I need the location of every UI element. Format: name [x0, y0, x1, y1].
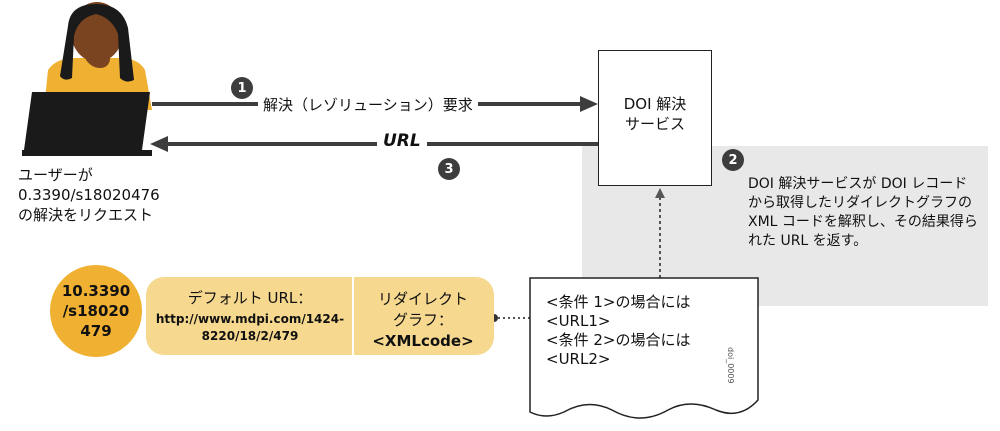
user-caption-line: の解決をリクエスト	[18, 206, 154, 224]
doi-service-title-line: DOI 解決	[623, 95, 687, 113]
user-caption-line: 0.3390/s18020476	[18, 186, 160, 204]
doi-circle: 10.3390 /s18020 479	[50, 265, 142, 357]
document-line: <条件 2>の場合には	[546, 331, 691, 349]
step-2-badge: 2	[722, 149, 744, 171]
document-line: <条件 1>の場合には	[546, 293, 691, 311]
step-1-badge: 1	[231, 77, 253, 99]
redirect-label-line: リダイレクト	[377, 290, 468, 308]
doi-line: 479	[80, 322, 112, 340]
card-divider	[352, 277, 354, 355]
laptop-icon	[22, 92, 152, 156]
document-line: <URL1>	[546, 312, 611, 330]
redirect-xml-code: <XMLcode>	[372, 332, 474, 350]
default-url-label: デフォルト URL：	[187, 289, 313, 307]
user-caption-line: ユーザーが	[18, 166, 93, 184]
dotted-connector	[490, 314, 530, 322]
doi-service-title-line: サービス	[624, 115, 685, 133]
document-line: <URL2>	[546, 350, 611, 368]
doi-service-title: DOI 解決 サービス	[598, 94, 712, 134]
doi-line: 10.3390	[61, 282, 131, 300]
doi-line: /s18020	[62, 302, 130, 320]
default-url-value: http://www.mdpi.com/1424-8220/18/2/479	[155, 312, 345, 343]
dotted-upward-arrow	[655, 188, 665, 278]
user-caption: ユーザーが 0.3390/s18020476 の解決をリクエスト	[18, 165, 238, 225]
doi-service-box	[598, 50, 712, 186]
doi-record-card	[146, 277, 494, 355]
document-icon	[529, 277, 759, 419]
redirect-graph-document: <条件 1>の場合には <URL1> <条件 2>の場合には <URL2>	[546, 293, 726, 369]
url-label: URL	[377, 131, 427, 151]
request-label: 解決（レゾリューション）要求	[258, 94, 478, 115]
response-arrow	[150, 136, 598, 152]
redirect-graph-label: リダイレクト グラフ： <XMLcode>	[356, 289, 490, 352]
figure-code: doi_0009	[726, 347, 735, 384]
step2-description: DOI 解決サービスが DOI レコードから取得したリダイレクトグラフの XML…	[748, 176, 978, 249]
step-3-badge: 3	[438, 158, 460, 180]
redirect-label-line: グラフ：	[392, 311, 453, 329]
